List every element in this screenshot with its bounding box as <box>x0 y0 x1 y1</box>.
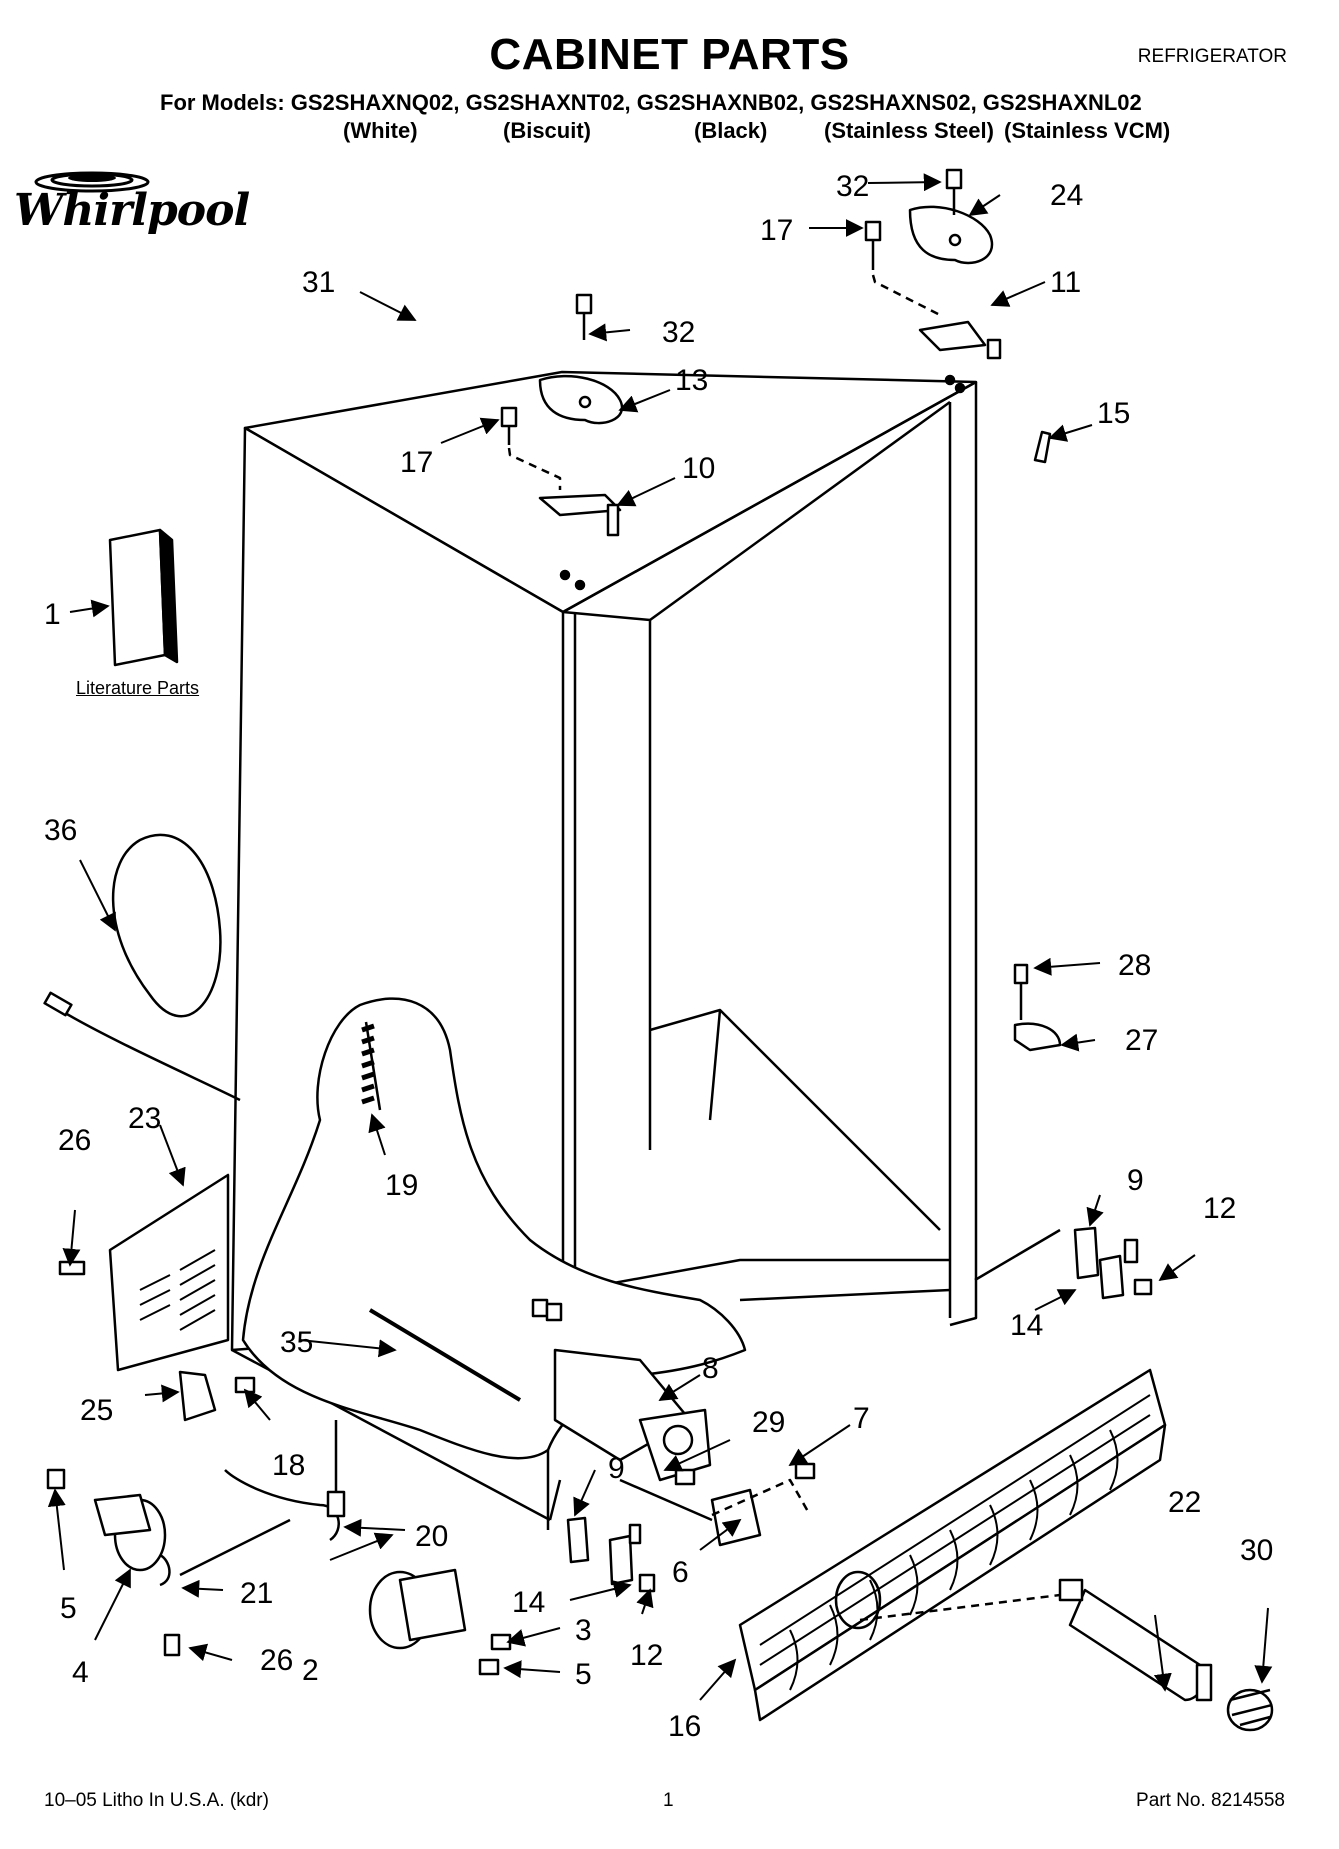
color-stainless-steel: (Stainless Steel) <box>824 118 994 143</box>
footer-page-number: 1 <box>663 1790 674 1811</box>
callout-5-right: 5 <box>575 1658 592 1691</box>
color-black: (Black) <box>694 118 768 143</box>
callout-32-left: 32 <box>662 316 695 349</box>
callout-25: 25 <box>80 1394 113 1427</box>
footer-litho: 10–05 Litho In U.S.A. (kdr) <box>44 1790 269 1811</box>
callout-36: 36 <box>44 814 77 847</box>
color-stainless-vcm: (Stainless VCM) <box>1004 118 1171 143</box>
callout-27: 27 <box>1125 1024 1158 1057</box>
callout-28: 28 <box>1118 949 1151 982</box>
callout-14-lower: 14 <box>512 1586 545 1619</box>
callout-10: 10 <box>682 452 715 485</box>
models-line: For Models: GS2SHAXNQ02, GS2SHAXNT02, GS… <box>160 90 1142 115</box>
power-cord <box>59 833 241 1102</box>
callout-26-lower: 26 <box>260 1644 293 1677</box>
callout-19: 19 <box>385 1169 418 1202</box>
callout-35: 35 <box>280 1326 313 1359</box>
callout-8: 8 <box>702 1352 719 1385</box>
callout-12-lower: 12 <box>630 1639 663 1672</box>
callout-17-left: 17 <box>400 446 433 479</box>
callout-22: 22 <box>1168 1486 1201 1519</box>
bracket-6 <box>619 1462 816 1547</box>
color-white: (White) <box>343 118 418 143</box>
callout-17-right: 17 <box>760 214 793 247</box>
drain-pan-8 <box>531 1298 712 1482</box>
base-grille-16 <box>738 1368 1167 1722</box>
callout-14-right: 14 <box>1010 1309 1043 1342</box>
callout-21: 21 <box>240 1577 273 1610</box>
callout-23: 23 <box>128 1102 161 1135</box>
top-hinge-left <box>500 293 624 591</box>
brand-swirl-icon <box>34 171 150 193</box>
drain-tube-20 <box>224 1420 346 1542</box>
lower-right-hinge <box>974 963 1153 1300</box>
left-panel-23 <box>58 1173 230 1372</box>
callout-9-lower: 9 <box>608 1452 625 1485</box>
leader-lines <box>47 173 1273 1701</box>
callout-5-left: 5 <box>60 1592 77 1625</box>
cabinet-shell <box>230 370 978 1522</box>
hinge-pin <box>1033 430 1052 464</box>
hinge-14-lower <box>566 1516 656 1593</box>
filter-cap-30 <box>1226 1688 1274 1732</box>
rod-35 <box>368 1308 522 1402</box>
color-biscuit: (Biscuit) <box>503 118 591 143</box>
callout-13: 13 <box>675 364 708 397</box>
callout-18: 18 <box>272 1449 305 1482</box>
callout-1: 1 <box>44 598 61 631</box>
callout-16: 16 <box>668 1710 701 1743</box>
callout-labels: 1 2 3 4 5 5 6 7 8 9 9 10 11 12 12 13 14 … <box>44 170 1273 1743</box>
left-hinge-4 <box>46 1468 291 1657</box>
cord-plug <box>43 991 73 1017</box>
callout-4: 4 <box>72 1656 89 1689</box>
callout-30: 30 <box>1240 1534 1273 1567</box>
callout-9-upper: 9 <box>1127 1164 1144 1197</box>
page-title: CABINET PARTS <box>489 30 850 79</box>
callout-26-upper: 26 <box>58 1124 91 1157</box>
top-hinge-right <box>864 168 1052 464</box>
callout-6: 6 <box>672 1556 689 1589</box>
bracket-25 <box>178 1370 256 1422</box>
coil-19 <box>361 1021 382 1111</box>
callout-29: 29 <box>752 1406 785 1439</box>
literature-booklet <box>108 528 179 667</box>
water-filter-22 <box>859 1578 1213 1702</box>
brand-logo: Whirlpool <box>14 185 250 236</box>
callout-2: 2 <box>302 1654 319 1687</box>
product-category: REFRIGERATOR <box>1137 46 1287 67</box>
callout-31: 31 <box>302 266 335 299</box>
callout-7: 7 <box>853 1402 870 1435</box>
callout-24: 24 <box>1050 179 1083 212</box>
callout-12-right: 12 <box>1203 1192 1236 1225</box>
callout-3: 3 <box>575 1614 592 1647</box>
callout-20: 20 <box>415 1520 448 1553</box>
clip-21 <box>159 1553 171 1587</box>
footer-part-number: Part No. 8214558 <box>1136 1790 1285 1811</box>
literature-parts-label: Literature Parts <box>76 678 200 698</box>
callout-32-right: 32 <box>836 170 869 203</box>
callout-15: 15 <box>1097 397 1130 430</box>
lower-hinge-2 <box>368 1568 512 1676</box>
callout-11: 11 <box>1050 266 1081 299</box>
